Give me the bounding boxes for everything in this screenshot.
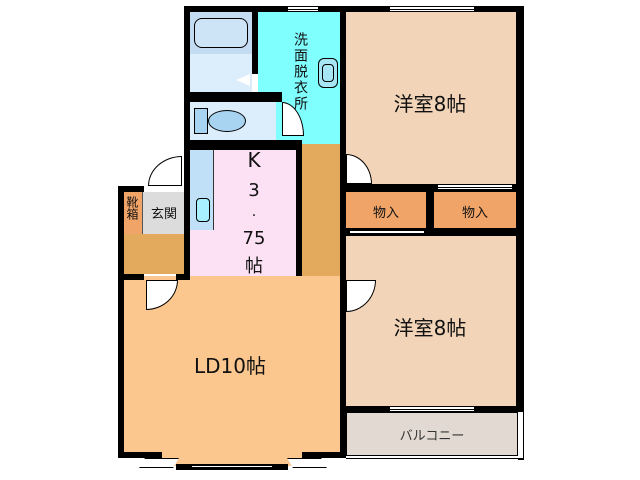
kitchen-label-k: K xyxy=(247,148,261,172)
wall-kitchen-right xyxy=(296,144,302,276)
window-room2-balcony xyxy=(390,406,474,412)
wall-entrance-left xyxy=(118,186,124,458)
wall-kitchen-left xyxy=(184,150,190,280)
toilet-bowl-icon xyxy=(208,110,246,132)
shoe-box-label: 靴箱 xyxy=(125,196,139,220)
balcony-label: バルコニー xyxy=(399,429,465,444)
balcony-railing-bottom xyxy=(346,458,524,459)
washbasin-bowl-icon xyxy=(322,64,334,82)
washroom-label: 洗面脱衣所 xyxy=(292,32,308,112)
wall-entrance-top xyxy=(118,186,144,192)
western-room-2 xyxy=(346,236,516,406)
bay-window-left xyxy=(139,458,179,468)
shoe-box xyxy=(124,192,142,234)
bay-window-floor xyxy=(162,452,302,466)
window-ld-bay xyxy=(192,465,272,469)
hallway xyxy=(302,144,340,276)
toilet-tank-icon xyxy=(194,108,208,134)
window-closet2 xyxy=(438,184,512,190)
ld-label: LD10帖 xyxy=(194,354,266,378)
balcony-railing xyxy=(518,412,524,460)
bathtub-icon xyxy=(194,18,248,48)
wall-right xyxy=(516,6,524,410)
entrance-label: 玄関 xyxy=(150,207,177,222)
wall-toilet-kitchen xyxy=(184,140,302,150)
kitchen-label-3: 3 xyxy=(248,180,260,201)
wall-bath-wash xyxy=(252,12,258,74)
wall-closet-divider xyxy=(426,192,434,228)
wall-entrance-bottom-right xyxy=(176,274,190,280)
closet-2 xyxy=(434,192,516,228)
closet-2-label: 物入 xyxy=(461,206,488,221)
window-room1 xyxy=(390,6,474,12)
wall-ld-bottom-right xyxy=(302,452,346,458)
western-room-1 xyxy=(346,12,516,184)
wall-ld-right xyxy=(340,276,346,458)
wall-wash-room1 xyxy=(340,6,346,410)
kitchen-label-jo: 帖 xyxy=(245,256,263,277)
western-room-1-label: 洋室8帖 xyxy=(393,92,467,116)
window-closet1-bottom xyxy=(350,230,424,235)
wall-closet-room2 xyxy=(340,228,524,236)
entrance-floor xyxy=(124,234,184,274)
sink-icon xyxy=(196,198,210,222)
kitchen-label-75: 75 xyxy=(242,228,266,249)
entrance xyxy=(142,192,184,234)
wall-room1-closet xyxy=(340,184,524,192)
window-washroom xyxy=(288,6,318,12)
closet-1-label: 物入 xyxy=(372,206,399,221)
balcony xyxy=(346,412,518,456)
bay-window-right xyxy=(287,458,327,468)
wall-ld-bottom-left xyxy=(118,452,162,458)
door-entrance[interactable] xyxy=(148,156,182,186)
wall-toilet-right xyxy=(276,92,282,102)
wall-top xyxy=(184,6,524,12)
western-room-2-label: 洋室8帖 xyxy=(393,316,467,340)
kitchen-label-dot: . xyxy=(251,204,257,220)
bath-door-icon xyxy=(236,74,250,86)
wall-entrance-bottom xyxy=(118,274,144,280)
closet-1 xyxy=(346,192,426,228)
wall-bath-toilet xyxy=(184,92,282,102)
